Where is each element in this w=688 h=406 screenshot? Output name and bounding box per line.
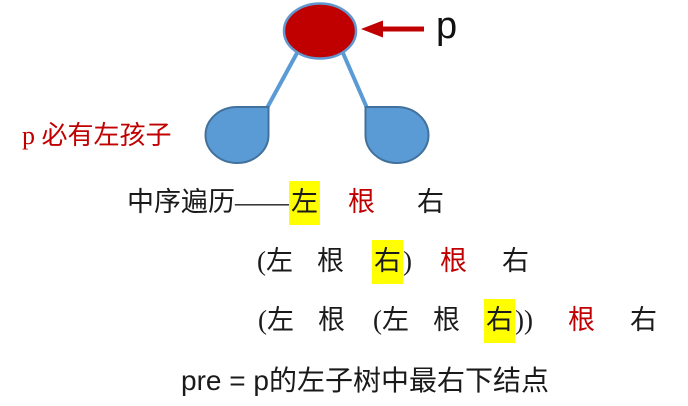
line2-root-inner: 根 [317,246,344,276]
edge-left [265,52,299,109]
left-subtree-shape [204,106,270,165]
line3-root: 根 [567,305,595,335]
predecessor-definition: pre = p的左子树中最右下结点 [181,365,549,396]
line2-right: 右 [502,246,529,276]
inorder-line-2: (左根右)根右 [257,240,529,285]
line2-right-highlighted: 右 [372,240,403,285]
root-node-circle [282,2,358,60]
line2-open-left: (左 [257,246,293,276]
pointer-arrow-icon [361,20,424,38]
line1-left-highlighted: 左 [289,181,320,226]
inorder-line-1: 中序遍历——左根 右 [127,181,444,226]
inorder-line-3: (左根(左根右))根右 [258,299,657,344]
line3-right: 右 [629,305,657,335]
line3-root-2: 根 [433,305,460,335]
line3-inner-open-left: (左 [373,305,409,335]
line3-right-highlighted: 右 [484,299,515,344]
right-subtree-shape [364,106,430,165]
line3-open-left: (左 [258,305,294,335]
line1-root: 根 [348,187,375,217]
line3-root-1: 根 [318,305,345,335]
line1-prefix: 中序遍历—— [127,187,289,217]
line2-close-paren: ) [403,246,412,276]
binary-tree-diagram [204,2,430,165]
line3-close-parens: )) [515,305,533,335]
edge-right [341,52,369,109]
line1-right: 右 [417,187,444,217]
pointer-label: p [436,5,458,47]
line2-root: 根 [440,246,467,276]
left-child-caption: p 必有左孩子 [22,121,172,150]
